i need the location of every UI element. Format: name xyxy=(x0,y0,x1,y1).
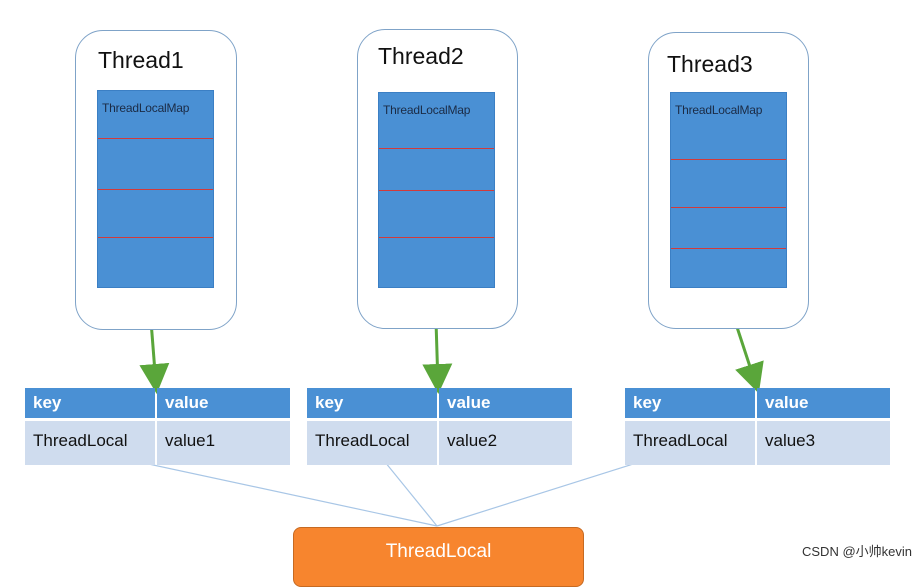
map-divider xyxy=(671,207,786,208)
map-divider xyxy=(98,189,213,190)
threadlocal-box: ThreadLocal xyxy=(293,527,584,587)
value-header: value xyxy=(439,388,572,418)
value-cell: value3 xyxy=(757,421,890,465)
map-divider xyxy=(671,248,786,249)
thread3-threadlocalmap: ThreadLocalMap xyxy=(670,92,787,288)
key-header: key xyxy=(307,388,437,418)
map-divider xyxy=(379,190,494,191)
thread1-title: Thread1 xyxy=(98,47,184,73)
thread2-title: Thread2 xyxy=(378,43,464,69)
key-cell: ThreadLocal xyxy=(625,421,755,465)
thread3-map-label: ThreadLocalMap xyxy=(675,103,763,117)
thread3-title: Thread3 xyxy=(667,51,753,77)
map-divider xyxy=(98,237,213,238)
thread1-map-label: ThreadLocalMap xyxy=(102,101,190,115)
map-divider xyxy=(379,237,494,238)
thread1-entry-table: key value ThreadLocal value1 xyxy=(25,388,290,468)
map-divider xyxy=(379,148,494,149)
thread2-entry-table: key value ThreadLocal value2 xyxy=(307,388,572,468)
key-cell: ThreadLocal xyxy=(307,421,437,465)
value-cell: value1 xyxy=(157,421,290,465)
thread2-threadlocalmap: ThreadLocalMap xyxy=(378,92,495,288)
map-divider xyxy=(98,138,213,139)
key-header: key xyxy=(25,388,155,418)
value-cell: value2 xyxy=(439,421,572,465)
thread1-threadlocalmap: ThreadLocalMap xyxy=(97,90,214,288)
watermark: CSDN @小帅kevin xyxy=(802,544,912,559)
map-divider xyxy=(671,159,786,160)
thread3-entry-table: key value ThreadLocal value3 xyxy=(625,388,890,468)
key-cell: ThreadLocal xyxy=(25,421,155,465)
value-header: value xyxy=(757,388,890,418)
key-header: key xyxy=(625,388,755,418)
thread2-map-label: ThreadLocalMap xyxy=(383,103,471,117)
value-header: value xyxy=(157,388,290,418)
